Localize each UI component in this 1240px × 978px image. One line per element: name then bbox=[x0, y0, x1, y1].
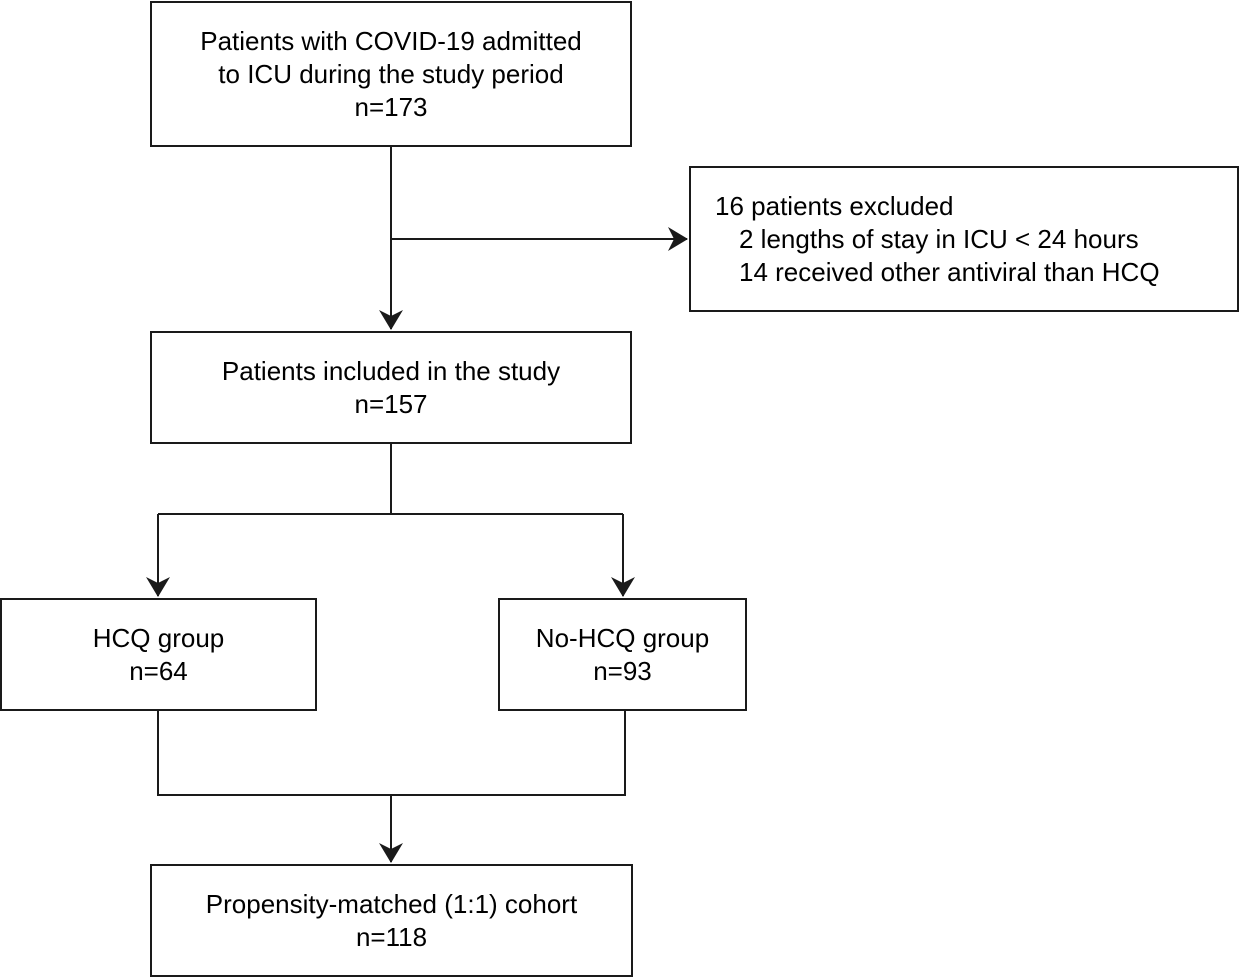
box-hcq-label: HCQ group bbox=[92, 622, 225, 653]
box-included-patients: Patients included in the study n=157 bbox=[150, 331, 632, 444]
box-matched-count: n=118 bbox=[355, 921, 428, 952]
box-hcq-count: n=64 bbox=[129, 655, 188, 686]
box-icu-admissions-line1: Patients with COVID-19 admitted bbox=[200, 25, 582, 56]
box-no-hcq-label: No-HCQ group bbox=[535, 622, 710, 653]
box-icu-admissions-line2: to ICU during the study period bbox=[218, 58, 564, 89]
connector-merge bbox=[157, 711, 626, 796]
box-icu-admissions-count: n=173 bbox=[354, 91, 428, 122]
box-matched-label: Propensity-matched (1:1) cohort bbox=[205, 888, 578, 919]
box-icu-admissions: Patients with COVID-19 admitted to ICU d… bbox=[150, 1, 632, 147]
box-excluded-reason-2: 14 received other antiviral than HCQ bbox=[739, 256, 1160, 287]
box-included-count: n=157 bbox=[354, 388, 428, 419]
box-hcq-group: HCQ group n=64 bbox=[0, 598, 317, 711]
box-excluded-reason-1: 2 lengths of stay in ICU < 24 hours bbox=[739, 223, 1139, 254]
box-excluded-title: 16 patients excluded bbox=[715, 190, 954, 221]
box-included-label: Patients included in the study bbox=[221, 355, 561, 386]
box-no-hcq-count: n=93 bbox=[593, 655, 652, 686]
box-no-hcq-group: No-HCQ group n=93 bbox=[498, 598, 747, 711]
box-propensity-matched-cohort: Propensity-matched (1:1) cohort n=118 bbox=[150, 864, 633, 977]
box-excluded-patients: 16 patients excluded 2 lengths of stay i… bbox=[689, 166, 1239, 312]
